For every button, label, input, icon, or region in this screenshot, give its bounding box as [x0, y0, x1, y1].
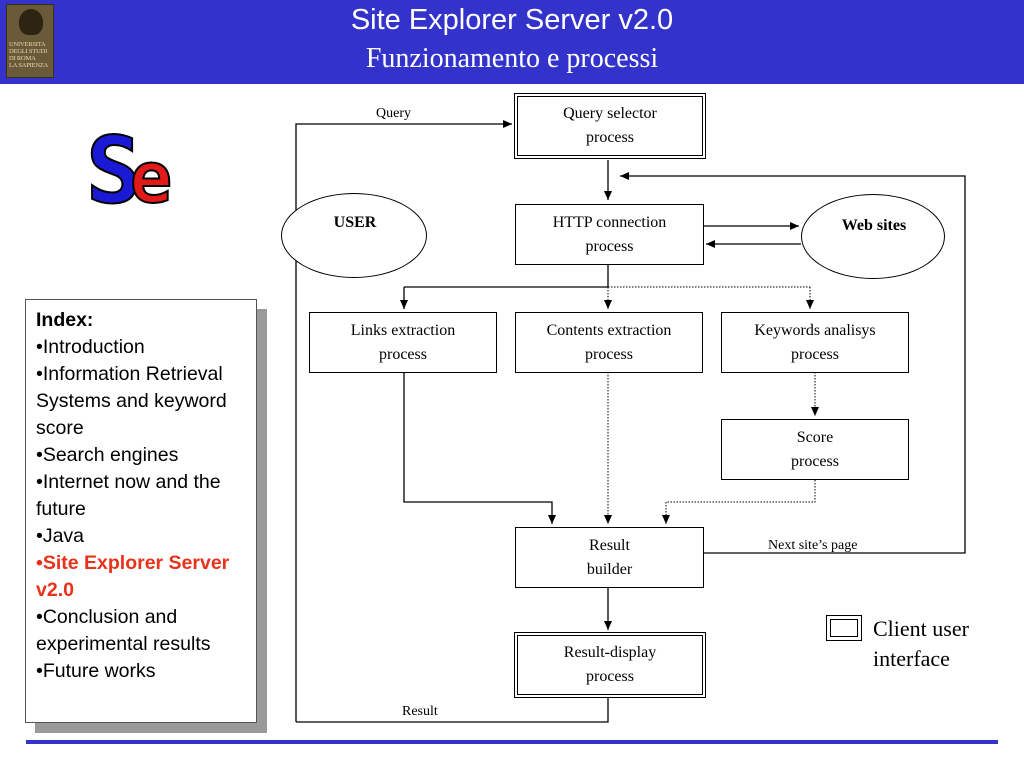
- query-edge: [295, 120, 512, 722]
- legend-double-box-icon: [826, 615, 862, 641]
- index-item: •Future works: [36, 660, 156, 682]
- next-page-edge: [620, 172, 966, 554]
- result-display-box: Result-display process: [514, 632, 706, 698]
- footer-divider: [26, 740, 998, 744]
- index-list: •Introduction •Information Retrieval Syst…: [36, 334, 248, 685]
- score-box: Score process: [721, 419, 909, 480]
- university-logo: UNIVERSITA DEGLI STUDI DI ROMA LA SAPIEN…: [6, 4, 54, 78]
- score-to-builder-edge: [662, 480, 816, 524]
- index-item: •Internet now and the future: [36, 471, 221, 520]
- index-item: •Information Retrieval Systems and keywo…: [36, 363, 227, 439]
- contents-extraction-box: Contents extraction process: [515, 312, 703, 373]
- se-logo-icon: S e: [85, 122, 173, 208]
- legend-label: Client user interface: [873, 616, 969, 671]
- header-bar: UNIVERSITA DEGLI STUDI DI ROMA LA SAPIEN…: [0, 0, 1024, 84]
- slide-title: Site Explorer Server v2.0: [350, 4, 674, 36]
- index-panel: Index: •Introduction •Information Retriev…: [25, 299, 257, 723]
- next-page-label: Next site’s page: [768, 538, 858, 553]
- result-edge: [296, 698, 609, 723]
- index-item: •Search engines: [36, 444, 179, 466]
- links-to-builder-edge: [403, 372, 556, 524]
- se-logo-s: S: [86, 122, 141, 208]
- index-heading: Index:: [36, 309, 94, 331]
- user-ellipse: USER: [281, 193, 427, 278]
- logo-text: UNIVERSITA DEGLI STUDI DI ROMA LA SAPIEN…: [9, 41, 49, 69]
- query-selector-box: Query selector process: [514, 93, 706, 159]
- http-connection-box: HTTP connection process: [515, 204, 704, 265]
- websites-label: Web sites: [841, 217, 907, 234]
- index-item: •Conclusion and experimental results: [36, 606, 211, 655]
- se-logo-e: e: [130, 137, 172, 208]
- user-label: USER: [333, 214, 377, 231]
- index-item: •Introduction: [36, 336, 145, 358]
- keywords-analisys-box: Keywords analisys process: [721, 312, 909, 373]
- query-label: Query: [376, 106, 411, 121]
- index-item: •Site Explorer Server v2.0: [36, 552, 230, 601]
- websites-ellipse: Web sites: [801, 194, 945, 279]
- result-builder-box: Result builder: [515, 527, 704, 588]
- logo-bust-icon: [19, 9, 43, 35]
- slide-subtitle: Funzionamento e processi: [365, 43, 659, 74]
- index-item: •Java: [36, 525, 85, 547]
- result-label: Result: [402, 704, 438, 719]
- links-extraction-box: Links extraction process: [309, 312, 497, 373]
